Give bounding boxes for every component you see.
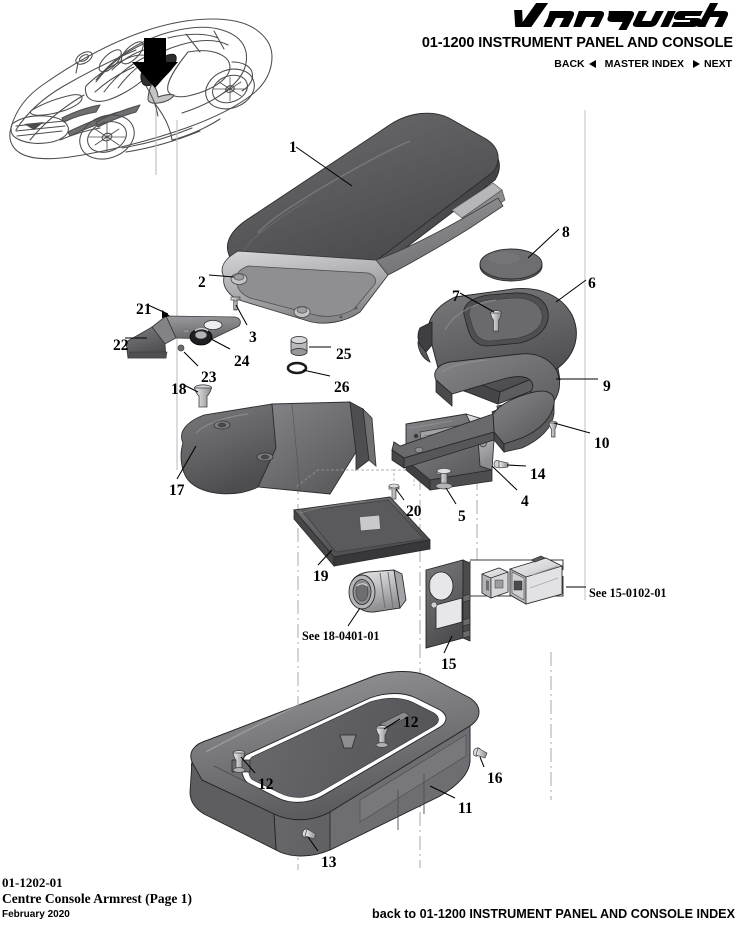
part-20-screw (295, 469, 415, 500)
callout-number-14: 14 (530, 466, 546, 483)
part-15-switch-panel (425, 559, 471, 649)
callout-number-15: 15 (441, 656, 457, 673)
navigation-bar: BACK MASTER INDEX NEXT (303, 58, 733, 70)
part-5-bolt (435, 468, 453, 490)
part-19-storage-tray (293, 496, 431, 568)
callout-number-19: 19 (313, 568, 329, 585)
part-2-armrest-base (221, 197, 504, 324)
nav-next-label: NEXT (703, 58, 732, 70)
triangle-left-icon (588, 60, 596, 68)
callout-number-20: 20 (406, 503, 422, 520)
part-9-lower-trim (391, 390, 555, 469)
callout-number-12: 12 (258, 776, 274, 793)
callout-number-7: 7 (452, 288, 460, 305)
callout-number-17: 17 (169, 482, 185, 499)
nav-master-index-button[interactable]: MASTER INDEX (605, 58, 684, 70)
part-16-screw (472, 747, 488, 759)
part-11-console-lower-tub (189, 671, 480, 857)
part-3-screw (230, 296, 241, 311)
callout-number-16: 16 (487, 770, 503, 787)
callout-number-5: 5 (458, 508, 466, 525)
callout-number-22: 22 (113, 337, 129, 354)
callout-number-11: 11 (458, 800, 473, 817)
part-18-push-rivet (193, 384, 213, 408)
nav-next-button[interactable]: NEXT (692, 58, 732, 70)
callout-number-4: 4 (521, 493, 529, 510)
callout-number-3: 3 (249, 329, 257, 346)
part-10-screw (548, 420, 558, 438)
footer-document-info: 01-1202-01 Centre Console Armrest (Page … (2, 875, 192, 921)
part-14-screw (493, 460, 509, 469)
nav-back-label: BACK (554, 58, 585, 70)
part-24-grommet (189, 328, 213, 346)
footer-doc-title: Centre Console Armrest (Page 1) (2, 891, 192, 907)
callout-number-12: 12 (403, 714, 419, 731)
vanquish-brand-logo (514, 3, 729, 30)
part-12-bolt-left (232, 750, 246, 773)
triangle-right-icon (692, 60, 700, 68)
callout-leader-lines (125, 146, 598, 852)
part-25-bush (290, 335, 308, 357)
callout-number-23: 23 (201, 369, 217, 386)
nav-master-index-label: MASTER INDEX (604, 58, 684, 70)
vehicle-thumbnail-art (9, 18, 273, 160)
callout-number-1: 1 (289, 139, 297, 156)
callout-number-25: 25 (336, 346, 352, 363)
callout-number-21: 21 (136, 301, 152, 318)
callout-number-18: 18 (171, 381, 187, 398)
see-reference-link[interactable]: See 15-0102-01 (589, 586, 667, 600)
footer-doc-number: 01-1202-01 (2, 875, 63, 891)
footer-doc-date: February 2020 (2, 908, 70, 920)
part-17-console-trim (180, 401, 377, 495)
part-12-bolt-right (375, 725, 389, 748)
footer-index-link[interactable]: back to 01-1200 INSTRUMENT PANEL AND CON… (372, 907, 735, 921)
part-13-screw (301, 828, 317, 840)
part-23-pin (177, 344, 185, 352)
page-header: 01-1200 INSTRUMENT PANEL AND CONSOLE BAC… (303, 0, 733, 70)
callout-number-9: 9 (603, 378, 611, 395)
see-reference-link[interactable]: See 18-0401-01 (302, 629, 380, 643)
nav-back-button[interactable]: BACK (554, 58, 596, 70)
down-arrow-icon (132, 38, 178, 88)
callout-number-10: 10 (594, 435, 610, 452)
part-7-screw (490, 310, 502, 332)
callout-number-13: 13 (321, 854, 337, 871)
page-title: 01-1200 INSTRUMENT PANEL AND CONSOLE (421, 35, 733, 51)
part-21-22-hinge-bracket (125, 315, 241, 359)
callout-number-24: 24 (234, 353, 250, 370)
callout-number-6: 6 (588, 275, 596, 292)
part-8-cup-liner (479, 248, 543, 282)
callout-number-26: 26 (334, 379, 350, 396)
callout-number-2: 2 (198, 274, 206, 291)
part-usb-module-15-0102-01 (469, 555, 564, 605)
callout-number-8: 8 (562, 224, 570, 241)
part-26-seal-ring (286, 361, 308, 375)
part-power-socket-18-0401-01 (348, 569, 407, 613)
